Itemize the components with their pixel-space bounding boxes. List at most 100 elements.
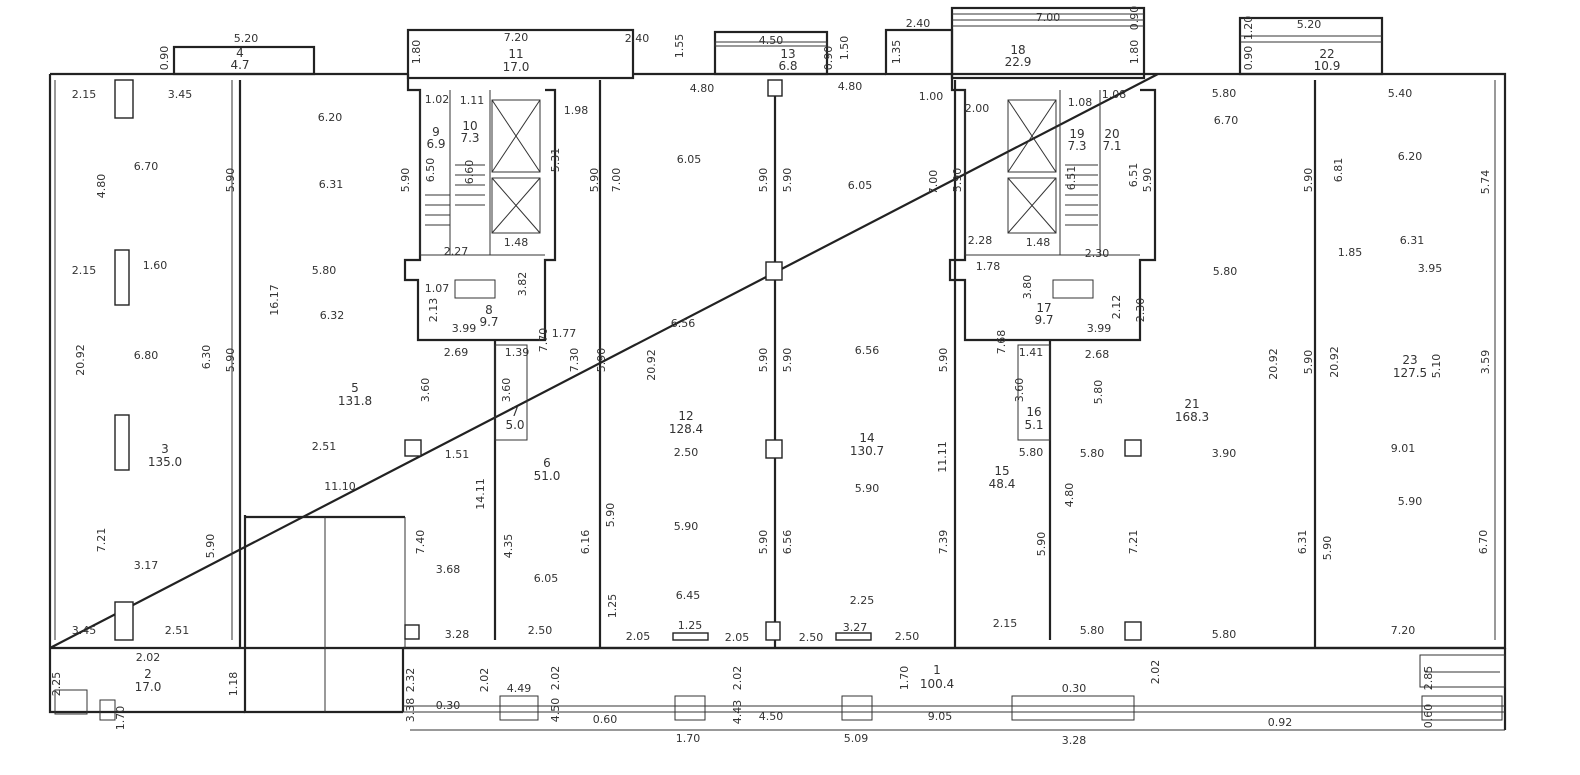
dimension-label: 5.20: [234, 32, 259, 45]
dimension-label: 0.90: [1128, 6, 1141, 31]
dimension-label: 3.38: [404, 698, 417, 723]
dimension-label: 2.69: [444, 346, 469, 359]
dimension-label: 2.40: [906, 17, 931, 30]
dimension-label: 2.05: [626, 630, 651, 643]
dimension-label: 5.80: [1019, 446, 1044, 459]
room-area: 168.3: [1175, 410, 1209, 424]
dimension-label: 1.70: [676, 732, 701, 745]
dimension-label: 1.20: [1242, 16, 1255, 41]
dimension-label: 6.70: [1214, 114, 1239, 127]
dimension-label: 4.50: [759, 34, 784, 47]
dimension-label: 1.98: [564, 104, 589, 117]
dimension-label: 5.90: [757, 168, 770, 193]
dimension-label: 5.74: [1479, 170, 1492, 195]
dimension-label: 1.08: [1102, 88, 1127, 101]
dimension-label: 5.90: [781, 168, 794, 193]
dimension-label: 6.05: [534, 572, 559, 585]
dimension-labels: 5.20 0.90 7.20 1.80 2.40 1.55 4.50 1.50 …: [50, 6, 1492, 747]
dimension-label: 5.90: [781, 348, 794, 373]
dimension-label: 3.60: [419, 378, 432, 403]
dimension-label: 5.90: [224, 168, 237, 193]
room-number: 12: [678, 409, 693, 423]
dimension-label: 2.85: [1422, 666, 1435, 691]
dimension-label: 4.80: [1063, 483, 1076, 508]
dimension-label: 0.90: [158, 46, 171, 71]
room-number: 17: [1036, 301, 1051, 315]
room-area: 131.8: [338, 394, 372, 408]
dimension-label: 5.80: [1212, 87, 1237, 100]
dimension-label: 1.60: [143, 259, 168, 272]
dimension-label: 7.40: [414, 530, 427, 555]
dimension-label: 7.00: [927, 170, 940, 195]
dimension-label: 1.85: [1338, 246, 1363, 259]
dimension-label: 2.02: [478, 668, 491, 693]
room-area: 7.1: [1102, 139, 1121, 153]
dimension-label: 7.70: [537, 328, 550, 353]
dimension-label: 2.68: [1085, 348, 1110, 361]
dimension-label: 6.80: [134, 349, 159, 362]
dimension-label: 0.90: [1242, 46, 1255, 71]
room-area: 51.0: [534, 469, 561, 483]
dimension-label: 11.11: [936, 441, 949, 473]
room-number: 10: [462, 119, 477, 133]
dimension-label: 3.90: [1212, 447, 1237, 460]
room-area: 130.7: [850, 444, 884, 458]
dimension-label: 1.39: [505, 346, 530, 359]
dimension-label: 1.02: [425, 93, 450, 106]
room-number: 4: [236, 46, 244, 60]
room-area: 6.8: [778, 59, 797, 73]
dimension-label: 6.81: [1332, 158, 1345, 183]
dimension-label: 2.05: [725, 631, 750, 644]
dimension-label: 2.02: [731, 666, 744, 691]
dimension-label: 1.50: [838, 36, 851, 61]
room-number: 23: [1402, 353, 1417, 367]
dimension-label: 1.48: [1026, 236, 1051, 249]
dimension-label: 0.90: [822, 46, 835, 71]
dimension-label: 2.15: [72, 264, 97, 277]
dimension-label: 5.90: [399, 168, 412, 193]
walls: [48, 6, 1507, 731]
room-number: 1: [933, 663, 941, 677]
room-area: 135.0: [148, 455, 182, 469]
dimension-label: 5.90: [224, 348, 237, 373]
dimension-label: 4.80: [838, 80, 863, 93]
room-area: 4.7: [230, 58, 249, 72]
room-number: 21: [1184, 397, 1199, 411]
dimension-label: 9.01: [1391, 442, 1416, 455]
dimension-label: 6.50: [424, 158, 437, 183]
dimension-label: 6.56: [855, 344, 880, 357]
dimension-label: 3.99: [452, 322, 477, 335]
dimension-label: 6.20: [318, 111, 343, 124]
room-number: 19: [1069, 127, 1084, 141]
dimension-label: 2.51: [165, 624, 190, 637]
dimension-label: 5.80: [312, 264, 337, 277]
dimension-label: 0.30: [436, 699, 461, 712]
room-number: 2: [144, 667, 152, 681]
dimension-label: 6.31: [319, 178, 344, 191]
dimension-label: 5.80: [1080, 447, 1105, 460]
dimension-label: 5.90: [1302, 350, 1315, 375]
dimension-label: 5.90: [1141, 168, 1154, 193]
dimension-label: 5.90: [951, 168, 964, 193]
room-number: 6: [543, 456, 551, 470]
room-area: 7.3: [460, 131, 479, 145]
dimension-label: 5.80: [1212, 628, 1237, 641]
dimension-label: 3.17: [134, 559, 159, 572]
room-area: 9.7: [1034, 313, 1053, 327]
dimension-label: 5.80: [1080, 624, 1105, 637]
dimension-label: 5.80: [1092, 380, 1105, 405]
dimension-label: 1.41: [1019, 346, 1044, 359]
dimension-label: 3.95: [1418, 262, 1443, 275]
room-number: 13: [780, 47, 795, 61]
dimension-label: 4.49: [507, 682, 532, 695]
dimension-label: 5.90: [1321, 536, 1334, 561]
dimension-label: 2.02: [136, 651, 161, 664]
dimension-label: 1.35: [890, 40, 903, 65]
dimension-label: 1.51: [445, 448, 470, 461]
dimension-label: 1.48: [504, 236, 529, 249]
dimension-label: 2.15: [993, 617, 1018, 630]
dimension-label: 0.60: [593, 713, 618, 726]
dimension-label: 3.60: [500, 378, 513, 403]
dimension-label: 6.05: [848, 179, 873, 192]
room-labels: 4 4.7 11 17.0 13 6.8 18 22.9 22 10.9 9 6…: [135, 43, 1428, 694]
